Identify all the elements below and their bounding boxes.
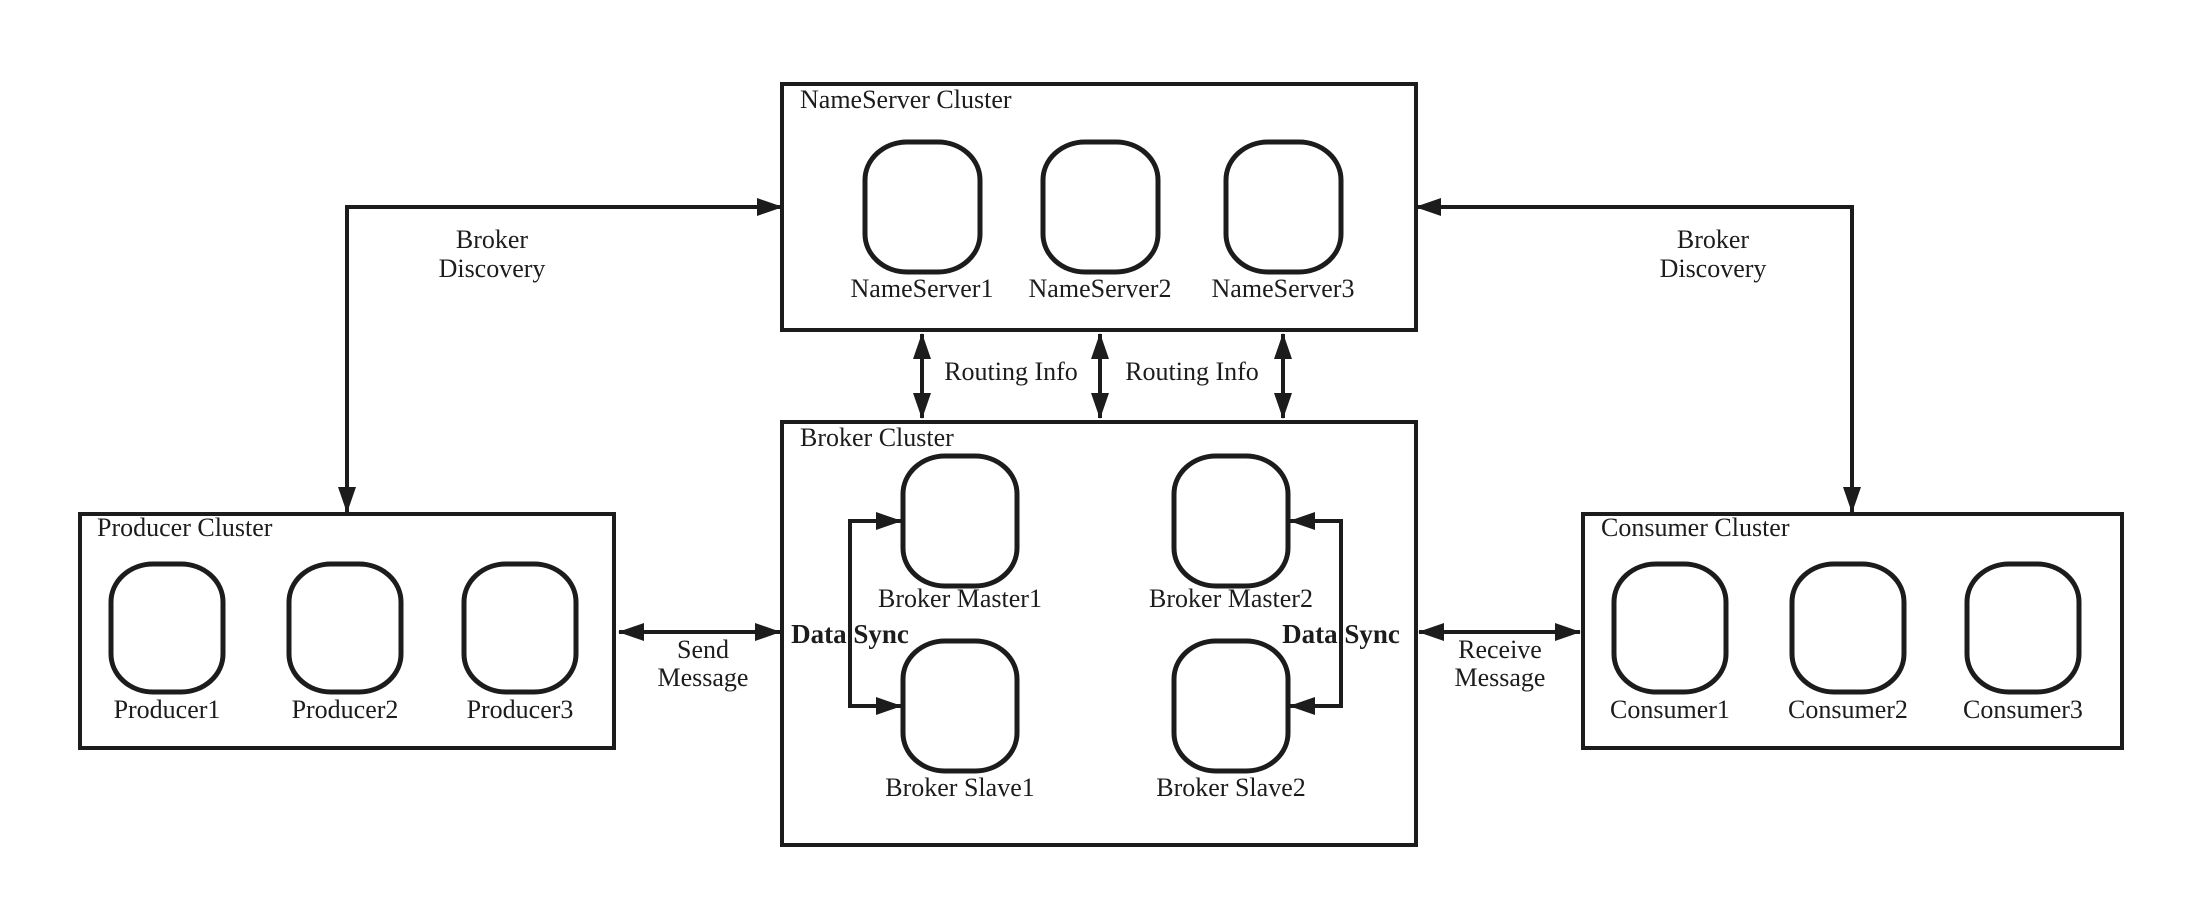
producer-cluster-title: Producer Cluster (97, 513, 273, 542)
send-message-label-line2: Message (658, 663, 749, 692)
producer1-node-shape (108, 561, 226, 695)
send-message-label-line1: Send (677, 635, 729, 664)
receive-message-label-line2: Message (1455, 663, 1546, 692)
broker-discovery-left-label-line2: Discovery (439, 254, 546, 283)
consumer-cluster-title: Consumer Cluster (1601, 513, 1790, 542)
broker-slave2-label: Broker Slave2 (1156, 773, 1305, 802)
broker-slave1-label: Broker Slave1 (885, 773, 1034, 802)
broker-discovery-right-connector (1415, 198, 1861, 513)
nameserver2-node-shape (1040, 139, 1161, 275)
producer3-node-shape (461, 561, 579, 695)
data-sync-left-label: Data Sync (791, 619, 909, 649)
broker-master2-label: Broker Master2 (1149, 584, 1313, 613)
nameserver-cluster-title: NameServer Cluster (800, 85, 1012, 114)
routing-info-left-label: Routing Info (944, 357, 1078, 386)
broker-discovery-left-label-line1: Broker (456, 225, 529, 254)
broker-slave1-node-shape (900, 638, 1020, 774)
producer2-label: Producer2 (292, 695, 399, 724)
broker-cluster-title: Broker Cluster (800, 423, 954, 452)
receive-message-label-line1: Receive (1458, 635, 1542, 664)
consumer1-label: Consumer1 (1610, 695, 1730, 724)
producer2-node-shape (286, 561, 404, 695)
data-sync-left-connector (848, 512, 902, 715)
routing-info-right-label: Routing Info (1125, 357, 1259, 386)
data-sync-right-connector (1289, 512, 1343, 715)
consumer3-label: Consumer3 (1963, 695, 2083, 724)
consumer1-node-shape (1611, 561, 1729, 695)
broker-discovery-right-label-line1: Broker (1677, 225, 1750, 254)
nameserver1-label: NameServer1 (851, 274, 994, 303)
nameserver1-node-shape (862, 139, 983, 275)
nameserver2-label: NameServer2 (1029, 274, 1172, 303)
nameserver3-node-shape (1223, 139, 1344, 275)
producer3-label: Producer3 (467, 695, 574, 724)
broker-master1-label: Broker Master1 (878, 584, 1042, 613)
consumer2-node-shape (1789, 561, 1907, 695)
broker-master2-node-shape (1171, 453, 1291, 589)
nameserver3-label: NameServer3 (1212, 274, 1355, 303)
producer1-label: Producer1 (114, 695, 221, 724)
consumer2-label: Consumer2 (1788, 695, 1908, 724)
broker-master1-node-shape (900, 453, 1020, 589)
broker-discovery-left-connector (338, 198, 783, 513)
consumer3-node-shape (1964, 561, 2082, 695)
data-sync-right-label: Data Sync (1282, 619, 1400, 649)
broker-discovery-right-label-line2: Discovery (1660, 254, 1767, 283)
broker-slave2-node-shape (1171, 638, 1291, 774)
